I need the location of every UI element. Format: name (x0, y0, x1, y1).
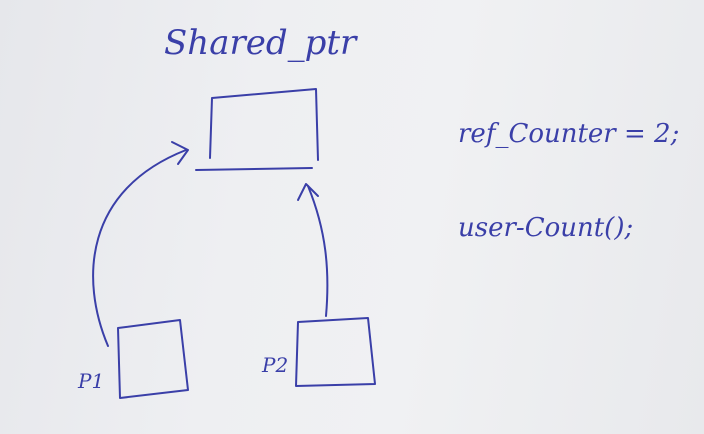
pointer-a-arrowhead (171, 141, 189, 165)
pointer-a-arrow (92, 149, 187, 347)
use-count-text: user-Count(); (458, 213, 633, 243)
pointer-a-box (117, 319, 189, 399)
pointer-a-label: P1 (77, 369, 104, 393)
shared-object-baseline (195, 167, 313, 171)
pointer-b-label: P2 (261, 353, 288, 377)
pointer-b-arrowhead (297, 183, 319, 201)
pointer-b-box (295, 317, 376, 387)
pointer-b-arrow (307, 185, 329, 317)
shared-object-box (209, 88, 319, 161)
title-text: Shared_ptr (164, 23, 358, 63)
ref-counter-text: ref_Counter = 2; (458, 119, 679, 149)
